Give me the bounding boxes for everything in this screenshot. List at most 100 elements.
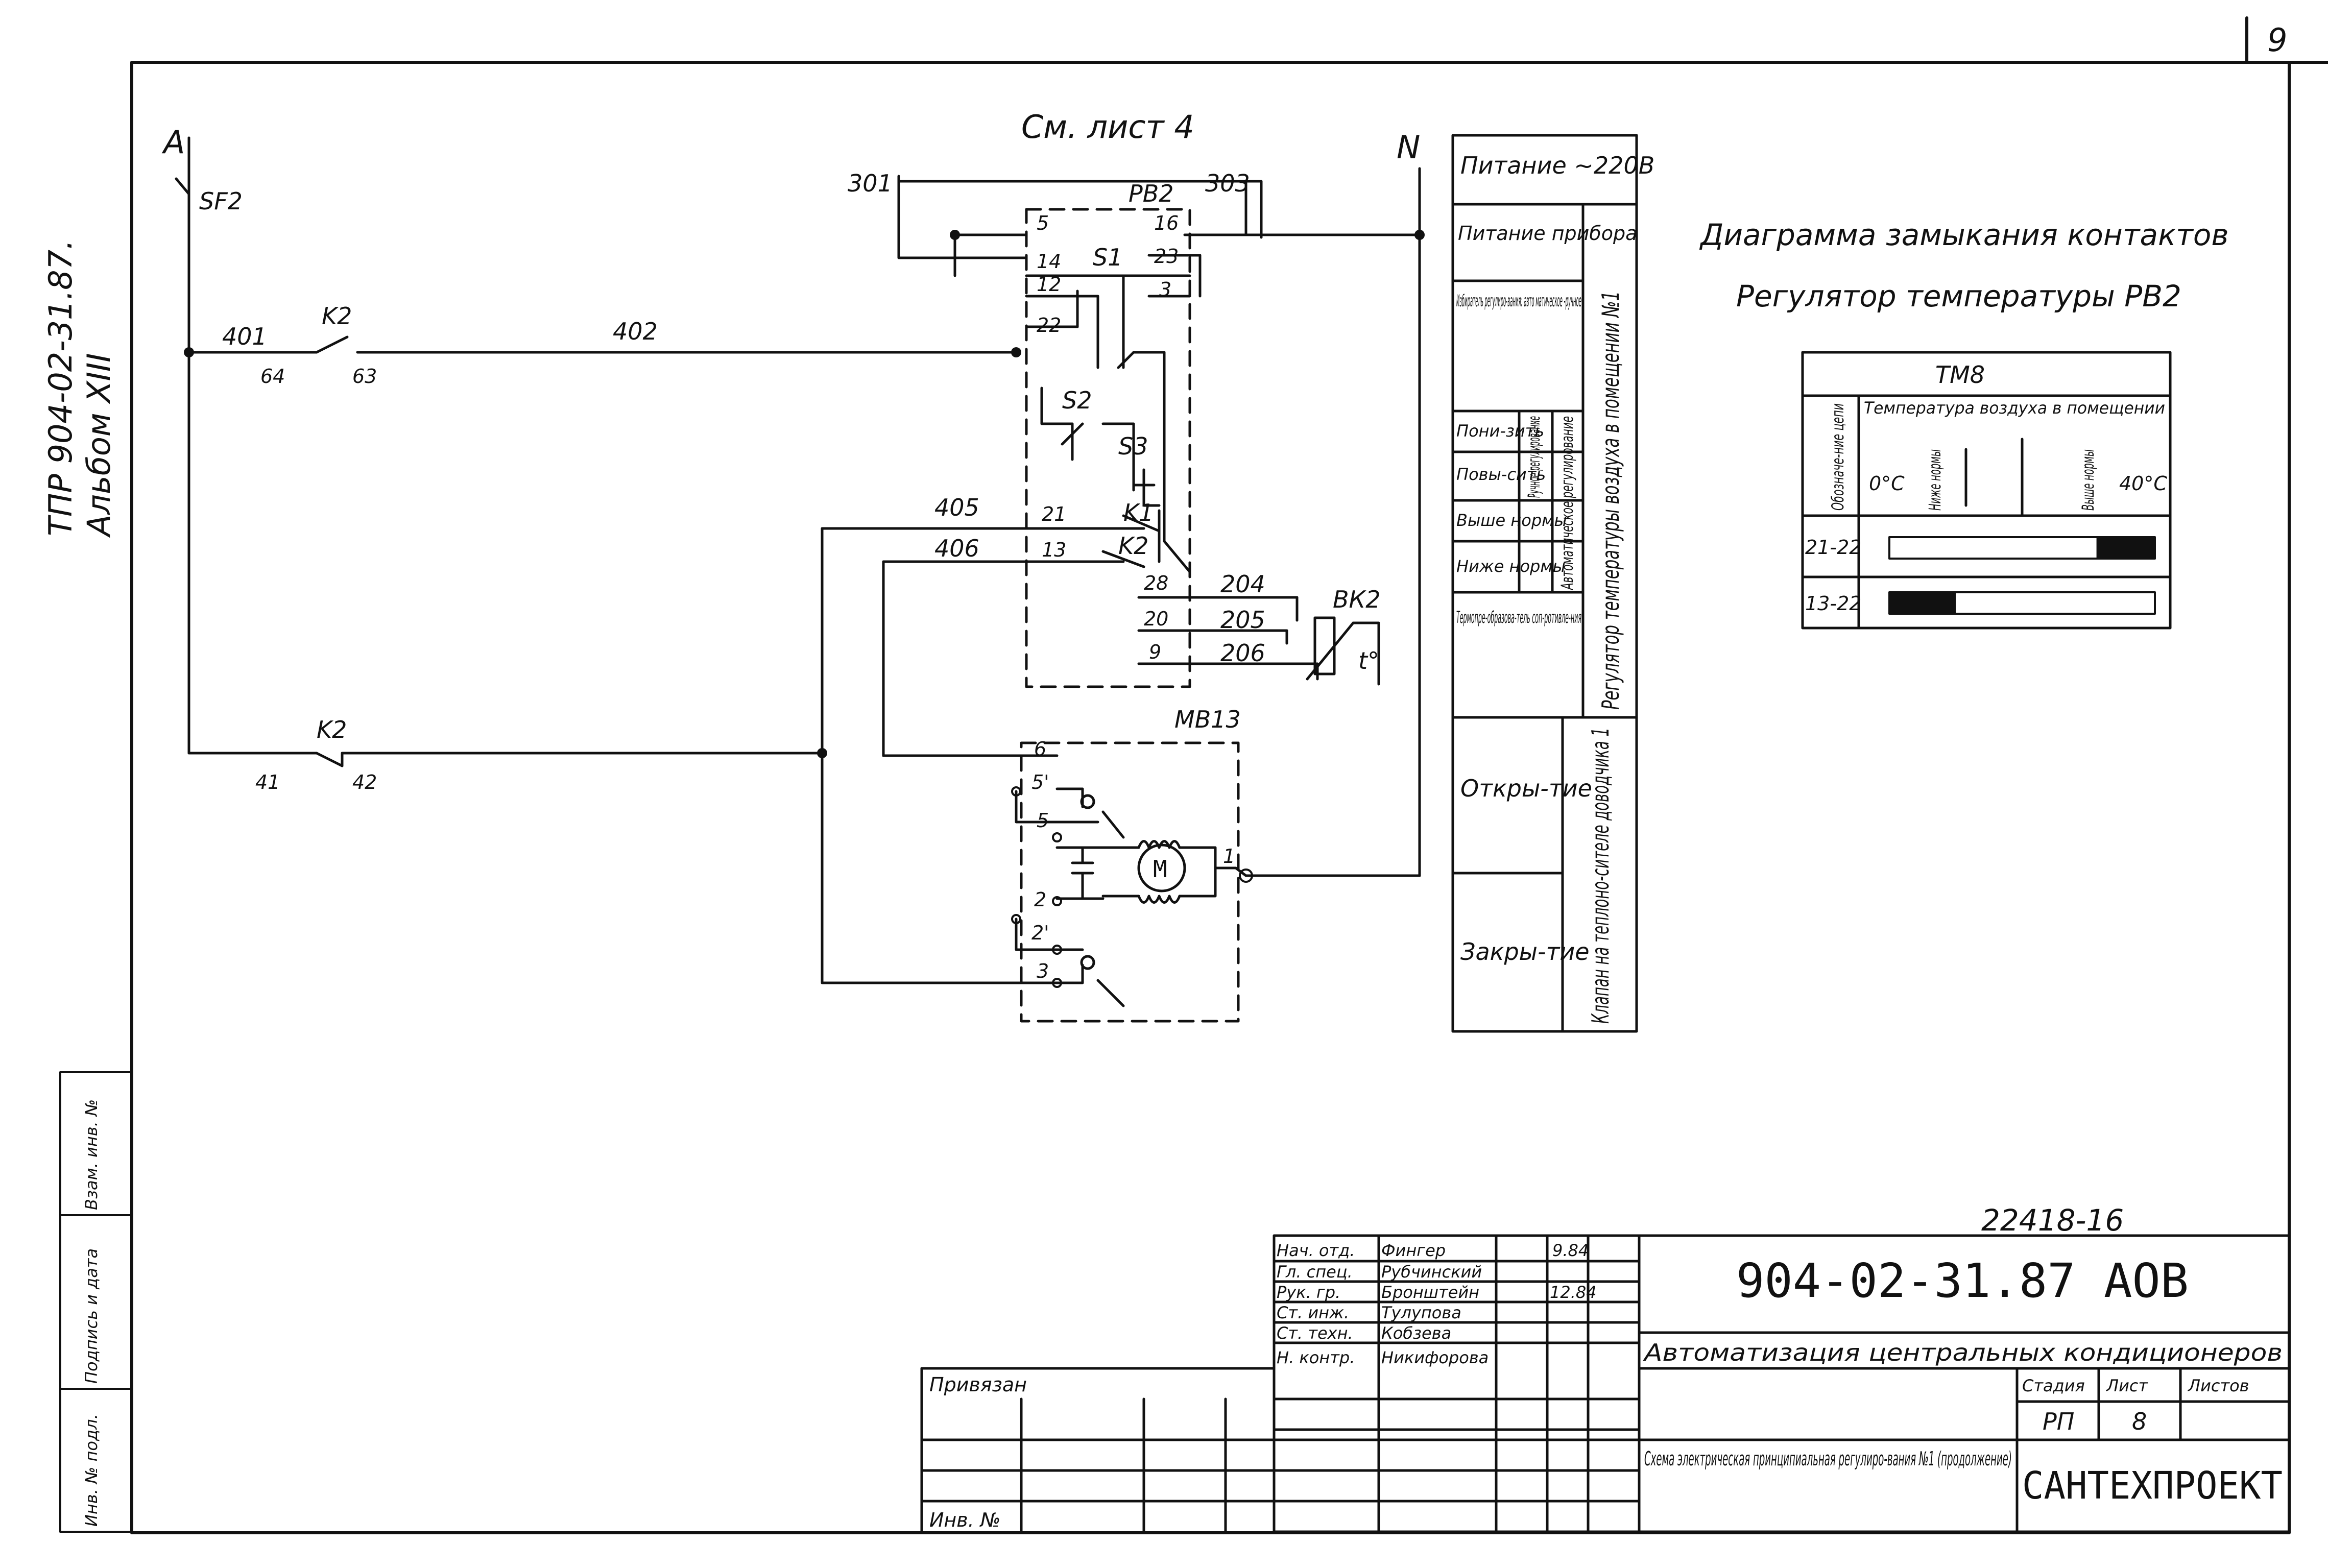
legend-row-raise: Повы-сить [1456,465,1546,484]
contact-col-circuit: Обозначе-ние цепи [1828,403,1847,511]
neutral-label: N [1397,129,1420,166]
switch-s3: S3 [1118,432,1148,460]
contact-bar-closed [2096,537,2155,559]
breaker-label: SF2 [199,187,243,215]
staff-role: Рук. гр. [1277,1283,1340,1302]
terminal-motor-right: 1 [1223,845,1235,867]
legend-row-lower: Пони-зить [1456,421,1544,441]
legend-row-power: Питание ~220В [1460,152,1654,179]
phase-label: A [161,124,185,161]
wire-303: 303 [1205,170,1250,197]
sensor-temp: t° [1358,647,1379,674]
terminal-motor: 6 [1034,738,1046,760]
contact-above-norm: Выше нормы [2078,449,2098,511]
relay-k2-top: K2 [322,302,352,330]
wiring [175,136,1421,1023]
see-sheet-label: См. лист 4 [1021,108,1194,146]
contact-col-temp: Температура воздуха в помещении [1864,398,2165,418]
contact-diagram-title: Диаграмма замыкания контактов [1699,218,2229,252]
sheet-value: 8 [2132,1408,2147,1435]
legend-row-selector: Избиратель регулиро-вания: авто матическ… [1456,291,1581,310]
terminal-motor: 5 [1037,809,1049,832]
terminal-left: 13 [1042,539,1066,561]
wire-401: 401 [222,323,267,350]
motor-unit-label: МВ13 [1174,706,1241,733]
legend-table [1451,134,1638,1033]
junctions [184,230,1425,758]
contact-row-circuit: 21-22 [1805,536,1861,559]
staff-date: 9.84 [1552,1241,1589,1260]
wire-204: 204 [1220,570,1265,598]
side-stamp [59,1071,133,1533]
legend-row-below: Ниже нормы [1456,557,1566,576]
legend-vertical-regulator: Регулятор температуры воздуха в помещени… [1597,291,1624,710]
wire-42: 42 [352,771,377,793]
wire-206: 206 [1220,639,1265,667]
terminal-motor: 2' [1031,922,1049,944]
sheet-label: Лист [2106,1376,2148,1395]
legend-row-device: Питание прибора [1458,222,1637,245]
wire-402: 402 [613,318,658,345]
terminal-sensor: 9 [1149,641,1161,663]
legend-row-close: Закры-тие [1460,938,1590,966]
title-block [920,1234,2291,1533]
wire-405: 405 [934,494,979,521]
legend-side-auto: Автоматическое регулирование [1557,416,1577,590]
switch-s2: S2 [1062,387,1092,414]
staff-name: Бронштейн [1381,1283,1479,1302]
terminal-motor: 3 [1037,960,1049,982]
terminal-left: 5 [1037,212,1049,234]
wire-301: 301 [848,170,893,197]
doc-number-handwritten: 22418-16 [1981,1203,2124,1238]
terminal-right: 3 [1159,278,1171,301]
terminal-right: 23 [1154,245,1179,268]
legend-row-above: Выше нормы [1456,511,1567,530]
motor-symbol: M [1153,855,1167,883]
doc-code: 904-02-31.87 [1736,1253,2076,1308]
wire-406: 406 [934,535,979,562]
organization: САНТЕХПРОЕКТ [2022,1464,2283,1508]
terminal-sensor: 28 [1144,572,1168,594]
contact-diagram-subtitle: Регулятор температуры РВ2 [1736,279,2181,313]
terminal-left: 14 [1037,250,1061,273]
relay-k1: K1 [1123,499,1154,526]
staff-name: Фингер [1381,1241,1446,1260]
terminal-motor: 2 [1034,888,1046,911]
tied-label: Привязан [929,1373,1027,1396]
wire-41: 41 [255,771,280,793]
side-stamp-2: Подпись и дата [82,1248,101,1384]
contact-row-circuit: 13-22 [1805,592,1861,615]
terminal-motor: 5' [1031,771,1049,793]
switch-s1: S1 [1093,244,1122,271]
staff-name: Тулупова [1381,1303,1461,1322]
page-number: 9 [2267,21,2287,59]
sheet-frame [130,16,2328,1534]
relay-k2-inner: K2 [1118,532,1148,560]
contact-bar-closed [1889,592,1956,614]
staff-name: Кобзева [1381,1323,1451,1343]
terminal-left: 12 [1037,273,1061,296]
legend-row-open: Откры-тие [1460,775,1592,802]
contact-63: 63 [352,365,377,388]
relay-k2-bottom: K2 [317,716,347,743]
staff-name: Никифорова [1381,1348,1489,1367]
terminal-sensor: 20 [1144,608,1168,630]
legend-vertical-valve: Клапан на теплоно-сителе доводчика 1 [1587,728,1614,1024]
contact-temp-max: 40°С [2119,472,2167,495]
staff-role: Нач. отд. [1277,1241,1355,1260]
contact-bars [1888,536,2156,615]
side-album: Альбом XIII [80,353,117,538]
inv-label: Инв. № [929,1509,1000,1531]
side-stamp-1: Инв. № подл. [82,1414,101,1527]
staff-role: Н. контр. [1277,1348,1355,1367]
staff-role: Ст. техн. [1277,1323,1353,1343]
sheets-label: Листов [2188,1376,2249,1395]
contact-temp-min: 0°С [1869,472,1905,495]
doc-suffix: АОВ [2104,1253,2189,1308]
contact-64: 64 [260,365,285,388]
project-title: Автоматизация центральных кондиционеров [1643,1339,2283,1366]
sensor-label: ВК2 [1333,586,1380,613]
regulator-label: РВ2 [1129,180,1174,207]
stage-value: РП [2043,1408,2074,1435]
